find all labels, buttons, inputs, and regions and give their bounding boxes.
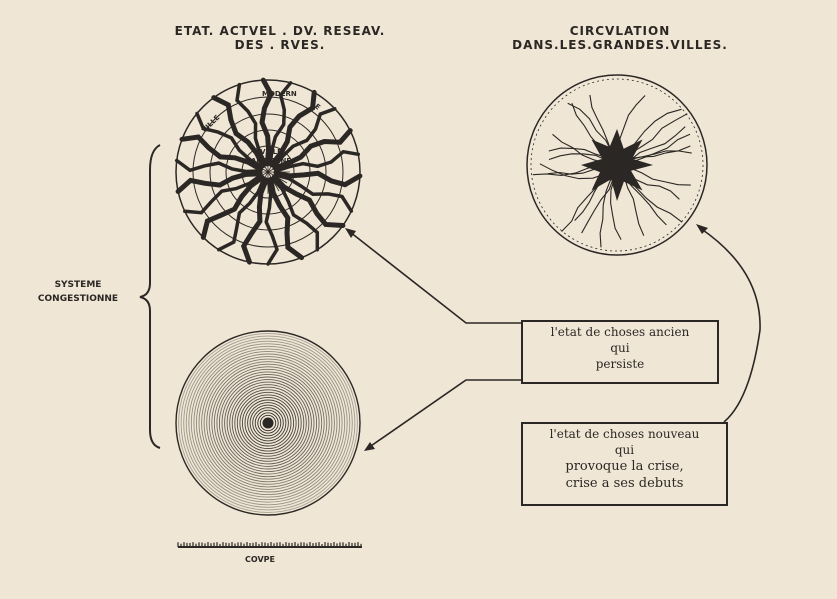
side-brace <box>140 145 160 448</box>
side-label: SYSTEME CONGESTIONNE <box>18 278 138 306</box>
inner-city-label-line1: VILLE <box>246 148 296 157</box>
left-title: ETAT. ACTVEL . DV. RESEAV. DES . RVES. <box>130 24 430 52</box>
section-bar <box>178 542 362 547</box>
street-radial-4 <box>273 179 318 250</box>
old-state-line3: persiste <box>523 356 717 372</box>
right-title-line1: CIRCVLATION <box>470 24 770 38</box>
section-center-dot <box>263 418 273 428</box>
new-state-line4: crise a ses debuts <box>523 475 726 492</box>
congestion-core <box>581 129 653 201</box>
old-state-box: l'etat de choses ancien qui persiste <box>521 320 719 384</box>
concentric-section-circle <box>176 331 360 515</box>
arrow-old-connector <box>350 232 521 323</box>
side-label-line1: SYSTEME <box>18 278 138 292</box>
new-state-line1: l'etat de choses nouveau <box>523 426 726 442</box>
side-label-line2: CONGESTIONNE <box>18 292 138 306</box>
new-state-line3: provoque la crise, <box>523 458 726 475</box>
inner-city-label-line2: ANCIENNE <box>246 157 296 166</box>
right-title: CIRCVLATION DANS.LES.GRANDES.VILLES. <box>470 24 770 52</box>
left-title-line2: DES . RVES. <box>130 38 430 52</box>
inner-city-label: VILLE ANCIENNE <box>246 148 296 166</box>
street-network-circle <box>176 80 360 264</box>
old-state-line1: l'etat de choses ancien <box>523 324 717 340</box>
arrow-new-connector <box>368 380 521 448</box>
circulation-circle <box>527 75 707 255</box>
left-title-line1: ETAT. ACTVEL . DV. RESEAV. <box>130 24 430 38</box>
outer-city-label-part2: MODERN <box>262 90 297 98</box>
section-label: COVPE <box>230 555 290 564</box>
arrow-old-head <box>345 228 356 238</box>
new-state-box: l'etat de choses nouveau qui provoque la… <box>521 422 728 506</box>
right-title-line2: DANS.LES.GRANDES.VILLES. <box>470 38 770 52</box>
new-state-line2: qui <box>523 442 726 458</box>
old-state-line2: qui <box>523 340 717 356</box>
